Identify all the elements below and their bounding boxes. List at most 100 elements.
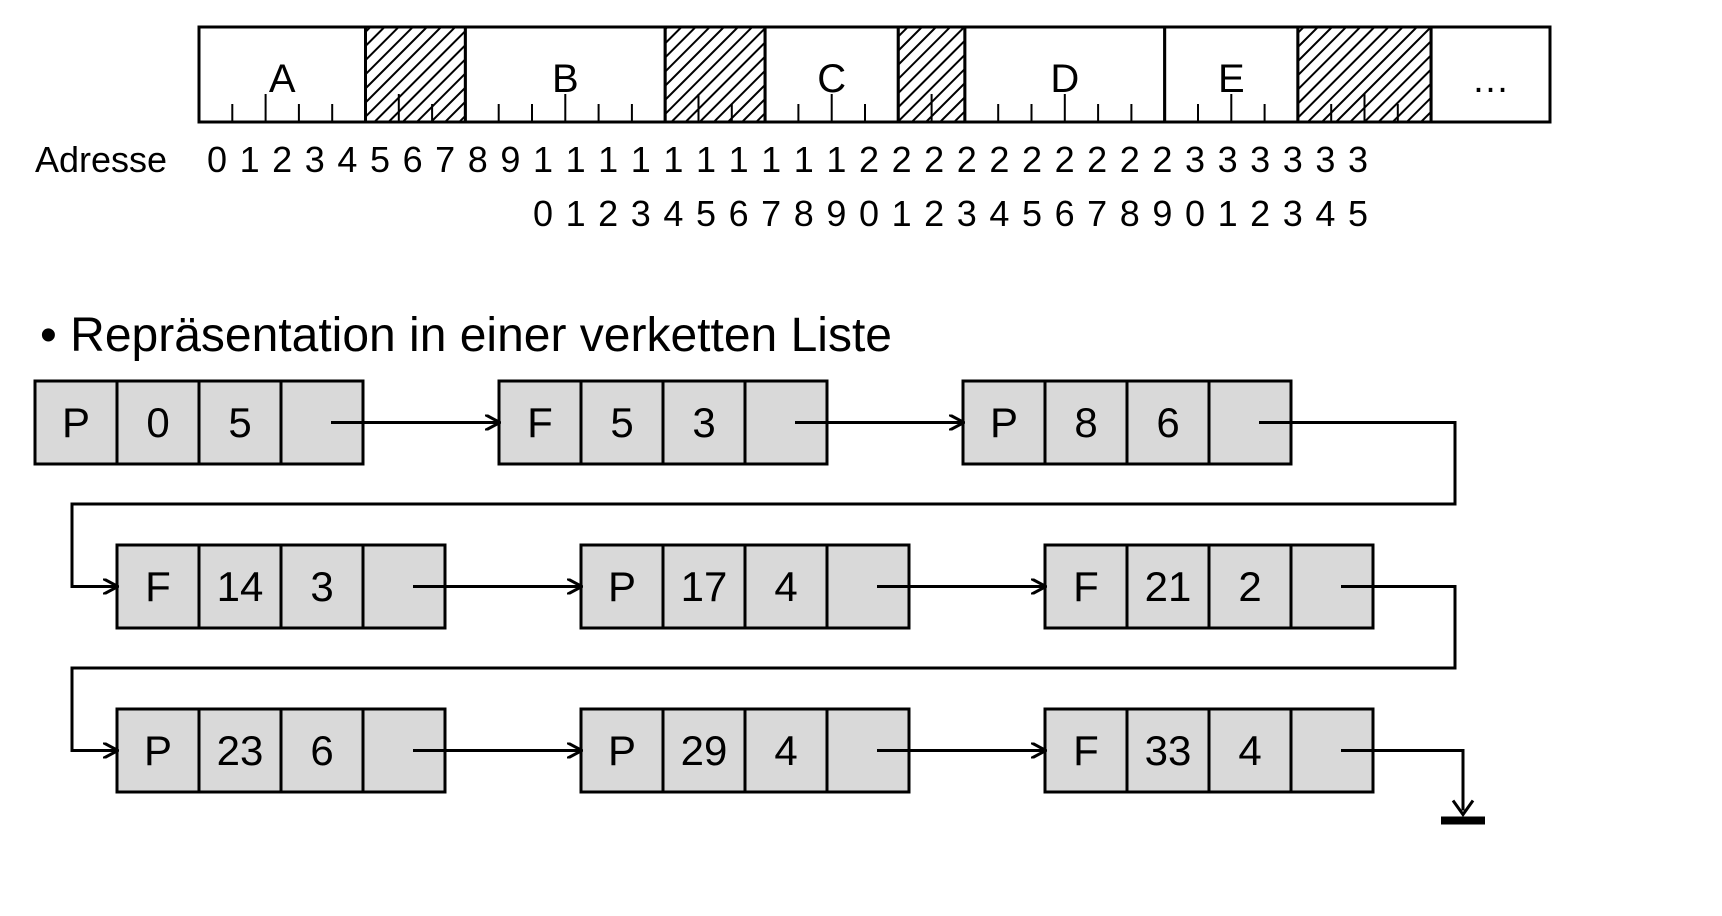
address-digit-ones: 2 xyxy=(598,193,618,234)
node-start: 23 xyxy=(217,727,264,774)
address-digit-tens: 7 xyxy=(435,139,455,180)
node-length: 4 xyxy=(1238,727,1261,774)
memory-segment-a xyxy=(197,25,367,124)
node-start: 8 xyxy=(1074,399,1097,446)
list-node: P 29 4 xyxy=(579,707,911,794)
node-start: 0 xyxy=(146,399,169,446)
address-digit-ones: 3 xyxy=(957,193,977,234)
node-start: 29 xyxy=(681,727,728,774)
address-digit-ones: 8 xyxy=(1120,193,1140,234)
memory-ellipsis: … xyxy=(1472,59,1510,101)
list-node: F 21 2 xyxy=(1043,543,1375,630)
address-digit-ones: 1 xyxy=(566,193,586,234)
address-digit-ones: 4 xyxy=(989,193,1009,234)
address-digit-tens: 6 xyxy=(403,139,423,180)
address-digit-ones: 5 xyxy=(1022,193,1042,234)
pointer-arrow xyxy=(70,585,1457,751)
node-start: 21 xyxy=(1145,563,1192,610)
segment-label: D xyxy=(1050,57,1079,101)
pointer-arrow xyxy=(70,421,1457,587)
null-pointer-line xyxy=(1341,749,1465,811)
address-digit-tens: 2 xyxy=(1087,139,1107,180)
address-digit-ones: 4 xyxy=(663,193,683,234)
address-digit-tens: 1 xyxy=(696,139,716,180)
list-connectors xyxy=(70,421,1485,825)
address-digit-ones: 9 xyxy=(826,193,846,234)
node-length: 2 xyxy=(1238,563,1261,610)
address-digit-tens: 9 xyxy=(500,139,520,180)
memory-segment-free xyxy=(364,25,467,124)
segment-label: A xyxy=(269,57,296,101)
segment-label: B xyxy=(552,57,579,101)
address-digit-ones: 9 xyxy=(1152,193,1172,234)
address-digit-ones: 6 xyxy=(1055,193,1075,234)
address-digit-tens: 2 xyxy=(859,139,879,180)
address-digit-tens: 1 xyxy=(533,139,553,180)
list-node: F 33 4 xyxy=(1043,707,1375,794)
node-type: P xyxy=(608,727,636,774)
node-type: F xyxy=(145,563,171,610)
address-digit-ones: 5 xyxy=(696,193,716,234)
address-digit-tens: 4 xyxy=(337,139,357,180)
list-node: P 0 5 xyxy=(33,379,365,466)
node-length: 4 xyxy=(774,563,797,610)
address-digit-ones: 5 xyxy=(1348,193,1368,234)
address-digit-ones: 7 xyxy=(1087,193,1107,234)
node-start: 33 xyxy=(1145,727,1192,774)
node-type: P xyxy=(62,399,90,446)
address-digit-tens: 2 xyxy=(1152,139,1172,180)
address-label: Adresse xyxy=(35,139,167,180)
address-digit-tens: 2 xyxy=(989,139,1009,180)
address-digit-ones: 1 xyxy=(1218,193,1238,234)
address-digit-tens: 1 xyxy=(826,139,846,180)
node-type: P xyxy=(608,563,636,610)
memory-segment-free xyxy=(663,25,767,124)
address-digit-ones: 7 xyxy=(761,193,781,234)
address-digit-tens: 1 xyxy=(761,139,781,180)
node-length: 3 xyxy=(692,399,715,446)
list-node: F 5 3 xyxy=(497,379,829,466)
address-digit-ones: 0 xyxy=(1185,193,1205,234)
address-digit-tens: 1 xyxy=(729,139,749,180)
bullet-heading: • Repräsentation in einer verketten List… xyxy=(40,308,892,363)
node-length: 6 xyxy=(1156,399,1179,446)
address-digit-tens: 2 xyxy=(957,139,977,180)
address-digit-tens: 3 xyxy=(305,139,325,180)
node-type: F xyxy=(1073,563,1099,610)
node-type: F xyxy=(527,399,553,446)
node-length: 4 xyxy=(774,727,797,774)
address-digit-tens: 1 xyxy=(566,139,586,180)
address-digit-tens: 3 xyxy=(1315,139,1335,180)
address-digit-ones: 4 xyxy=(1315,193,1335,234)
address-digit-tens: 3 xyxy=(1348,139,1368,180)
address-digit-tens: 1 xyxy=(631,139,651,180)
null-terminator-icon xyxy=(1441,816,1485,825)
address-digit-tens: 1 xyxy=(240,139,260,180)
node-length: 3 xyxy=(310,563,333,610)
address-digit-tens: 3 xyxy=(1283,139,1303,180)
node-start: 5 xyxy=(610,399,633,446)
address-digit-tens: 1 xyxy=(598,139,618,180)
node-type: F xyxy=(1073,727,1099,774)
address-digit-ones: 0 xyxy=(859,193,879,234)
node-length: 5 xyxy=(228,399,251,446)
address-digit-tens: 2 xyxy=(1022,139,1042,180)
node-type: P xyxy=(144,727,172,774)
address-digit-tens: 2 xyxy=(892,139,912,180)
address-digit-tens: 1 xyxy=(794,139,814,180)
address-digit-tens: 0 xyxy=(207,139,227,180)
address-digit-ones: 1 xyxy=(892,193,912,234)
address-digit-ones: 0 xyxy=(533,193,553,234)
address-digit-tens: 5 xyxy=(370,139,390,180)
segment-label: C xyxy=(817,57,846,101)
address-digit-tens: 2 xyxy=(272,139,292,180)
address-digit-ones: 3 xyxy=(631,193,651,234)
address-digit-ones: 6 xyxy=(729,193,749,234)
bullet-symbol: • xyxy=(40,309,57,362)
address-digit-ones: 2 xyxy=(924,193,944,234)
